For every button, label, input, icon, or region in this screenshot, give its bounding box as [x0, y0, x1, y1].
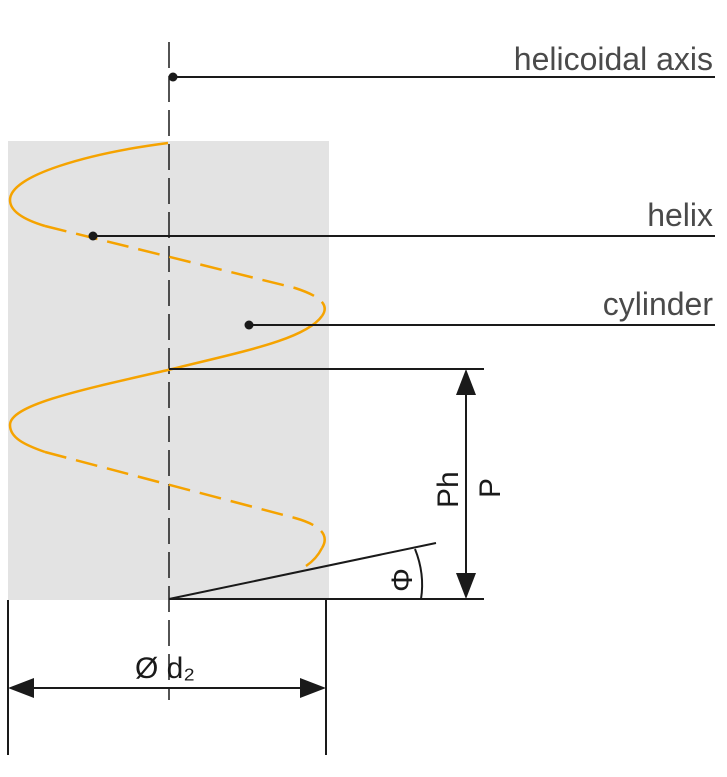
label-diameter: Ø d₂ — [135, 652, 195, 685]
label-lead: Ph — [432, 471, 465, 508]
label-helix: helix — [647, 197, 713, 233]
helix-curve — [8, 141, 326, 568]
label-helicoidal-axis: helicoidal axis — [514, 41, 713, 77]
arrow-up-icon — [456, 369, 476, 395]
helix-angle-line — [168, 542, 437, 600]
arrow-left-icon — [8, 678, 34, 698]
label-cylinder: cylinder — [603, 286, 714, 322]
label-pitch: P — [474, 478, 507, 498]
arrow-down-icon — [456, 573, 476, 599]
arrow-right-icon — [300, 678, 326, 698]
label-angle: Φ — [386, 568, 419, 592]
